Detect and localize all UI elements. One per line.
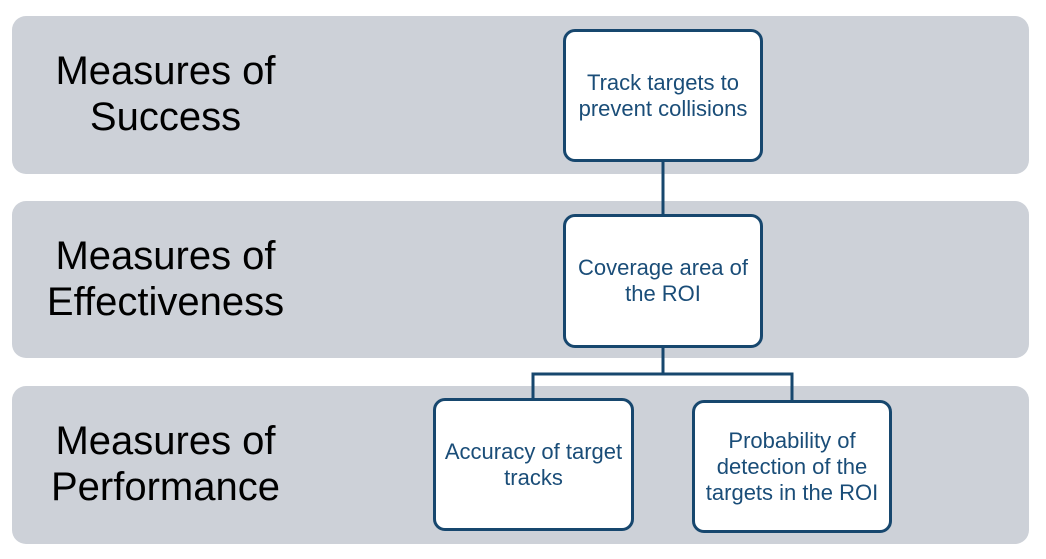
node-probability-detection: Probability of detection of the targets … [692, 400, 892, 533]
band-label-success: Measures of Success [38, 48, 293, 140]
band-label-success-line1: Measures of [55, 49, 276, 93]
node-accuracy-tracks-text: Accuracy of target tracks [444, 438, 623, 490]
connector-effectiveness-accuracy [531, 348, 665, 399]
node-coverage-area-text: Coverage area of the ROI [578, 255, 748, 306]
band-effectiveness [12, 201, 1029, 358]
node-accuracy-tracks: Accuracy of target tracks [433, 398, 634, 531]
band-label-performance: Measures of Performance [38, 418, 293, 510]
node-track-targets: Track targets to prevent collisions [563, 29, 763, 162]
band-success [12, 16, 1029, 174]
band-label-success-line2: Success [89, 95, 242, 139]
node-probability-detection-text: Probability of detection of the targets … [705, 427, 879, 505]
band-label-effectiveness-line2: Effectiveness [46, 280, 285, 324]
node-coverage-area: Coverage area of the ROI [563, 214, 763, 348]
node-track-targets-text: Track targets to prevent collisions [578, 69, 748, 121]
connector-effectiveness-detection [663, 372, 794, 401]
band-label-effectiveness: Measures of Effectiveness [38, 233, 293, 325]
band-label-performance-line2: Performance [51, 465, 280, 509]
band-label-performance-line1: Measures of [55, 419, 276, 463]
band-label-effectiveness-line1: Measures of [55, 234, 276, 278]
